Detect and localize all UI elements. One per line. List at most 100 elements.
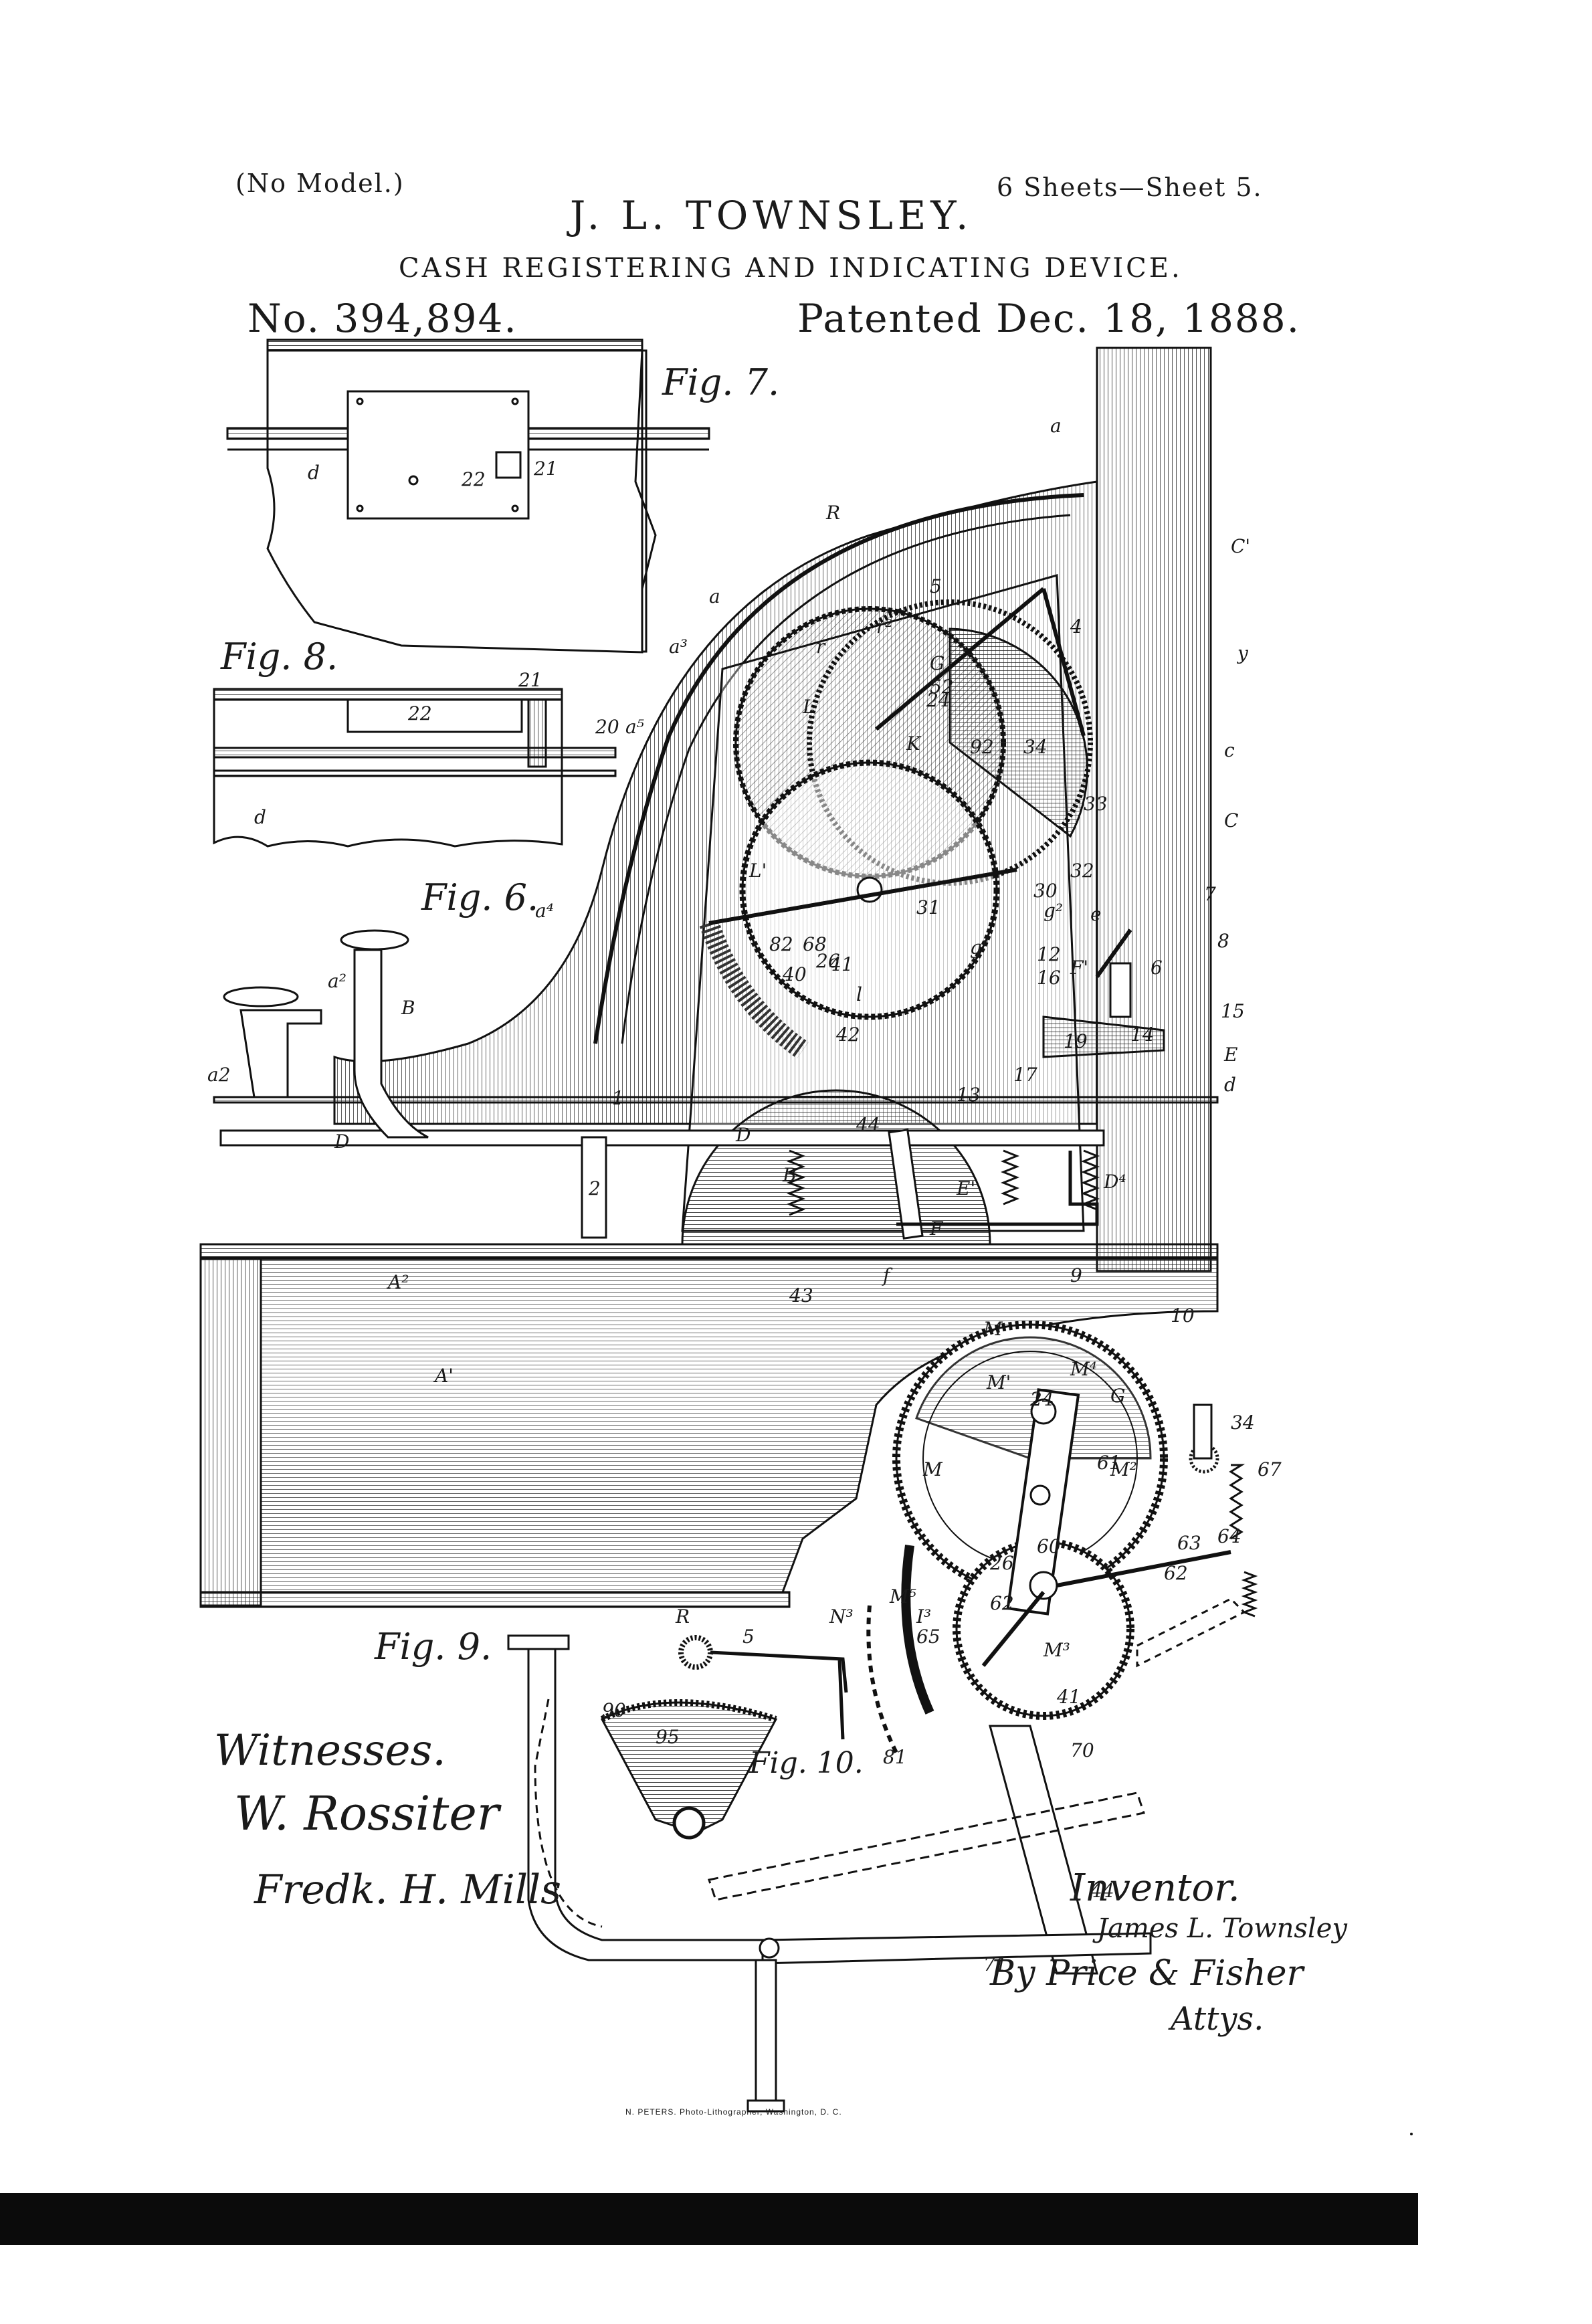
ref-26: 26 [816, 950, 840, 972]
ref-M1: M' [987, 1371, 1011, 1393]
ref-B: B [783, 1164, 797, 1186]
ref-43: 43 [789, 1284, 813, 1306]
ref-G: G [1110, 1385, 1126, 1407]
ref-17: 17 [1013, 1064, 1037, 1086]
ref-a3: a³ [669, 636, 688, 658]
ref-34: 34 [1231, 1412, 1255, 1434]
ref-30: 30 [1033, 880, 1058, 902]
ref-d: d [308, 462, 320, 484]
ref-70: 70 [1070, 1739, 1094, 1761]
ref-60: 60 [1037, 1535, 1061, 1557]
ref-34: 34 [1023, 736, 1048, 758]
ref-a2b: a2 [207, 1064, 231, 1086]
ref-41: 41 [829, 953, 854, 975]
ref-44: 44 [856, 1114, 880, 1136]
no-model-note: (No Model.) [235, 169, 405, 198]
inventor-signature: James L. Townsley [1097, 1913, 1347, 1944]
ref-a5: a⁵ [625, 716, 644, 738]
ref-24: 24 [926, 689, 951, 711]
ref-6: 6 [1151, 957, 1163, 979]
ref-L1: L' [749, 860, 767, 882]
fig-9-drawing [866, 1321, 1258, 1975]
ref-90: 90 [602, 1699, 626, 1721]
fig-10-label: Fig. 10. [749, 1746, 864, 1780]
ref-21: 21 [534, 458, 558, 480]
ref-A1: A' [435, 1365, 454, 1387]
ref-95: 95 [656, 1726, 680, 1748]
ref-A2: A² [388, 1271, 409, 1293]
ref-4: 4 [1070, 615, 1082, 638]
ref-M-c: M [923, 1458, 942, 1480]
ref-13: 13 [957, 1084, 981, 1106]
ref-I3: I³ [916, 1606, 932, 1628]
ref-22: 22 [462, 468, 486, 490]
ref-41: 41 [1057, 1686, 1081, 1708]
ref-82: 82 [769, 933, 793, 955]
ref-M4: M⁴ [1070, 1358, 1097, 1380]
ref-68: 68 [803, 933, 827, 955]
ref-31: 31 [916, 896, 940, 918]
fig-9-label: Fig. 9. [375, 1626, 492, 1668]
ref-2: 2 [589, 1177, 601, 1199]
ref-D4: D⁴ [1104, 1171, 1126, 1193]
ref-19: 19 [1064, 1030, 1088, 1052]
ref-71: 71 [983, 1953, 1007, 1975]
scan-bottom-bar [0, 2193, 1418, 2245]
ref-B: B [401, 997, 415, 1019]
ref-15: 15 [1221, 1000, 1245, 1022]
ref-a4: a⁴ [535, 900, 554, 922]
ref-40: 40 [783, 963, 807, 985]
ref-y: y [1237, 642, 1248, 664]
ref-64: 64 [1217, 1525, 1241, 1547]
witness-1-signature: W. Rossiter [234, 1786, 500, 1841]
ref-65: 65 [916, 1626, 940, 1648]
ref-N3: N³ [829, 1606, 854, 1628]
ref-M2: M² [1110, 1458, 1137, 1480]
witness-2-signature: Fredk. H. Mills [254, 1866, 561, 1913]
ref-63: 63 [1177, 1532, 1201, 1554]
ref-44: 44 [1090, 1880, 1114, 1902]
ref-10: 10 [1171, 1304, 1195, 1327]
ref-R: R [676, 1606, 690, 1628]
ref-M3: M³ [1043, 1639, 1070, 1661]
fig-8-label: Fig. 8. [221, 636, 338, 678]
ref-62: 62 [990, 1592, 1014, 1614]
fig-6-label: Fig. 6. [421, 876, 539, 918]
ref-a2: a² [328, 970, 346, 992]
patent-number: No. 394,894. [247, 296, 518, 341]
ref-14: 14 [1130, 1024, 1155, 1046]
inventor-name: J. L. TOWNSLEY. [570, 193, 973, 238]
ref-16: 16 [1037, 967, 1061, 989]
ref-20: 20 [595, 716, 619, 738]
ref-1: 1 [612, 1087, 624, 1109]
ref-M: M [983, 1318, 1003, 1340]
ref-D: D [334, 1131, 350, 1153]
ref-26: 26 [990, 1552, 1014, 1574]
ref-e: e [1090, 903, 1102, 925]
ref-E1: E' [957, 1177, 976, 1199]
fig-8-drawing [213, 688, 617, 848]
ref-d: d [1224, 1074, 1236, 1096]
ref-D: D [736, 1124, 751, 1146]
ref-5: 5 [930, 575, 942, 597]
ref-92: 92 [970, 736, 994, 758]
ref-f: f [883, 1264, 890, 1286]
ref-g2: g² [1043, 900, 1064, 922]
ref-l: l [856, 983, 862, 1005]
inventor-heading: Inventor. [1070, 1866, 1240, 1910]
ref-81: 81 [883, 1746, 907, 1768]
fig-7-drawing [226, 338, 710, 654]
printer-credit: N. PETERS. Photo-Lithographer, Washingto… [625, 2107, 842, 2117]
ref-42: 42 [836, 1024, 860, 1046]
ref-22: 22 [408, 702, 432, 724]
ref-G: G [930, 652, 945, 674]
ref-a: a [1050, 415, 1062, 437]
ref-52: 52 [930, 676, 954, 698]
sheet-number: 6 Sheets—Sheet 5. [997, 173, 1263, 202]
ref-a: a [709, 585, 720, 607]
ref-c: c [1224, 739, 1235, 761]
ref-32: 32 [1070, 860, 1094, 882]
ref-d: d [254, 806, 266, 828]
fig-7-label: Fig. 7. [662, 361, 780, 403]
